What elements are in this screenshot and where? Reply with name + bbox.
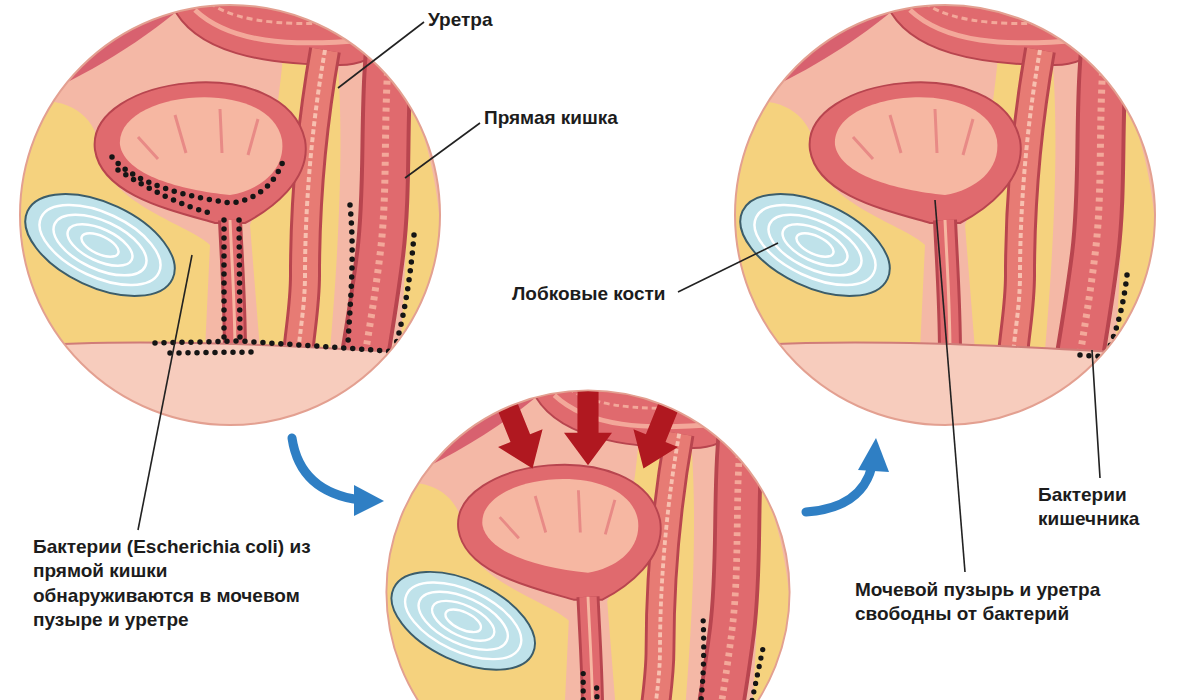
leader-line bbox=[935, 200, 965, 572]
bacteria-dots bbox=[118, 170, 210, 213]
bacteria-dots bbox=[221, 220, 227, 340]
bacteria-dots bbox=[1107, 275, 1127, 353]
flushing-view bbox=[377, 386, 795, 700]
part-label: Уретра bbox=[428, 8, 568, 32]
bacteria-dots bbox=[348, 205, 352, 343]
arrow-head bbox=[354, 485, 384, 516]
part-label: Прямая кишка bbox=[484, 106, 694, 130]
leader-line bbox=[338, 22, 424, 88]
pressure-arrow bbox=[482, 388, 555, 477]
bacteria-dots bbox=[112, 155, 285, 203]
bacteria-dots bbox=[699, 621, 703, 700]
leader-line bbox=[405, 123, 480, 178]
bacteria-dots bbox=[1095, 365, 1130, 367]
view-circle bbox=[20, 5, 440, 425]
infected-view bbox=[10, 0, 445, 430]
leader-line bbox=[1092, 350, 1100, 478]
part-label: Лобковые кости bbox=[512, 282, 702, 306]
view-circle bbox=[386, 390, 789, 700]
caption-note: Бактерии (Escherichia coli) из прямой ки… bbox=[33, 535, 331, 632]
bacteria-dots bbox=[747, 650, 762, 700]
leader-line bbox=[678, 243, 778, 292]
pelvis-section bbox=[10, 0, 445, 430]
leader-lines bbox=[138, 22, 1100, 572]
bacteria-dots bbox=[581, 674, 586, 700]
process-arrow bbox=[292, 438, 360, 500]
part-label: Бактерии кишечника bbox=[1038, 483, 1188, 532]
bacteria-dots bbox=[239, 220, 240, 340]
pelvis-section bbox=[725, 0, 1160, 430]
bacteria-dots bbox=[594, 688, 600, 700]
pressure-arrow bbox=[564, 388, 612, 465]
pelvis-section bbox=[377, 386, 795, 700]
bacteria-dots bbox=[170, 352, 255, 353]
clean-view bbox=[725, 0, 1160, 430]
arrow-head bbox=[858, 438, 889, 472]
process-arrow bbox=[806, 466, 872, 512]
pressure-arrow bbox=[621, 388, 694, 477]
leader-line bbox=[138, 255, 192, 530]
bacteria-dots bbox=[155, 341, 410, 353]
caption-note: Мочевой пузырь и уретра свободны от бакт… bbox=[855, 578, 1155, 627]
